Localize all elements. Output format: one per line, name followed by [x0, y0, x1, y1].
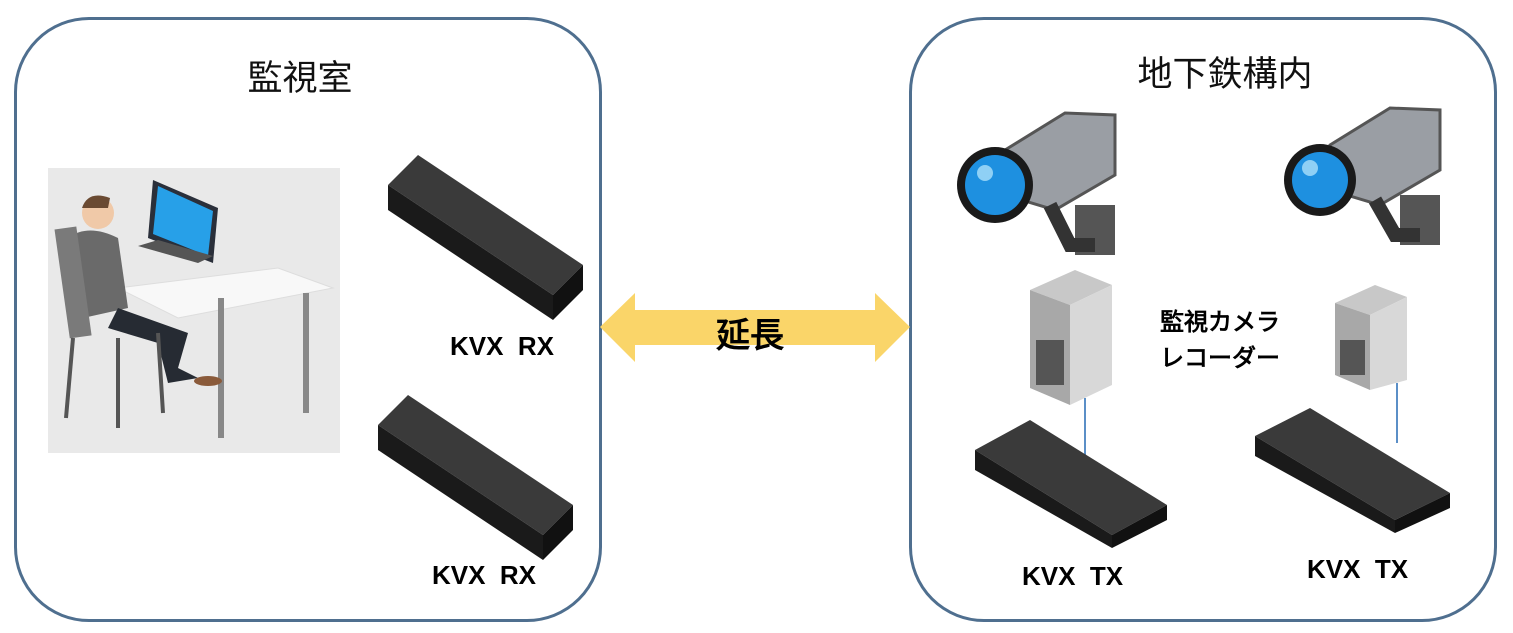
kvx-tx-label-2: KVX TX: [1307, 554, 1409, 584]
extension-double-arrow: [600, 293, 910, 362]
extension-label: 延長: [716, 316, 784, 356]
security-camera-icon-1: [957, 111, 1117, 255]
camera-recorder-server-1: [1030, 270, 1112, 455]
kvx-rx-label-1: KVX RX: [450, 331, 555, 361]
kvx-tx-device-2: [1255, 408, 1450, 533]
kvx-rx-label-2: KVX RX: [432, 560, 537, 590]
kvx-tx-device-1: [975, 420, 1167, 548]
kvx-tx-label-1: KVX TX: [1022, 561, 1124, 591]
security-camera-icon-2: [1284, 106, 1442, 245]
kvx-rx-device-1: [388, 155, 583, 320]
recorder-label: 監視カメラ レコーダー: [1160, 304, 1280, 376]
recorder-label-line2: レコーダー: [1160, 344, 1280, 372]
subway-premises-title: 地下鉄構内: [1137, 55, 1313, 95]
subway-premises-box: [909, 17, 1497, 622]
recorder-label-line1: 監視カメラ: [1160, 308, 1280, 336]
control-room-box: [14, 17, 602, 622]
control-room-title: 監視室: [247, 59, 353, 99]
operator-at-desk-illustration: [48, 168, 340, 453]
kvx-rx-device-2: [378, 395, 573, 560]
camera-recorder-server-2: [1335, 285, 1407, 443]
